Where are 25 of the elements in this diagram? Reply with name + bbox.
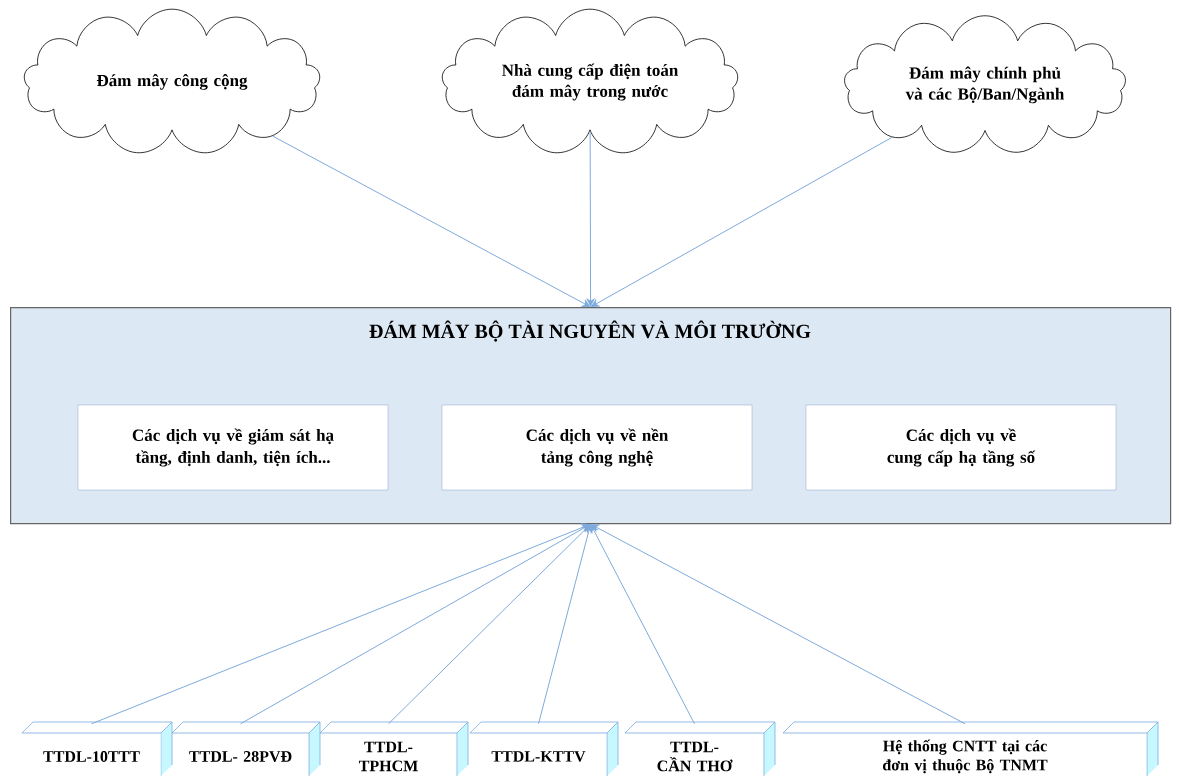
cloud: Đám mây chính phủ và các Bộ/Ban/Ngành xyxy=(844,15,1126,153)
data-center-box: TTDL-10TTT xyxy=(21,721,173,776)
arrow xyxy=(590,524,695,725)
service-box: Các dịch vụ về nền tảng công nghệ xyxy=(441,404,753,491)
arrow xyxy=(240,524,591,725)
node-label: Hệ thống CNTT tại các đơn vị thuộc Bộ TNMT xyxy=(882,739,1048,774)
node-label: TTDL-10TTT xyxy=(43,751,140,762)
data-center-box: Hệ thống CNTT tại các đơn vị thuộc Bộ TNMT xyxy=(782,721,1159,776)
arrow xyxy=(388,524,591,725)
arrow xyxy=(272,135,591,307)
service-box: Các dịch vụ về giám sát hạ tầng, định danh, tiện ích... xyxy=(77,404,389,491)
data-center-box: TTDL- 28PVĐ xyxy=(171,721,321,776)
cloud: Đám mây công cộng xyxy=(23,8,321,154)
arrow xyxy=(538,524,593,725)
data-center-box: TTDL-KTTV xyxy=(469,721,619,776)
node-label: TTDL- TPHCM xyxy=(358,741,418,772)
data-center-box: TTDL- TPHCM xyxy=(319,721,469,776)
data-center-box: TTDL-CẦN THƠ xyxy=(624,721,776,776)
node-label: TTDL-KTTV xyxy=(491,751,586,762)
node-label: TTDL- 28PVĐ xyxy=(189,751,292,762)
arrow xyxy=(591,136,893,307)
cloud: Nhà cung cấp điện toán đám mây trong nước xyxy=(441,8,739,154)
service-box: Các dịch vụ về cung cấp hạ tầng số xyxy=(805,404,1117,491)
arrow xyxy=(591,524,966,725)
node-label: TTDL-CẦN THƠ xyxy=(657,741,733,772)
